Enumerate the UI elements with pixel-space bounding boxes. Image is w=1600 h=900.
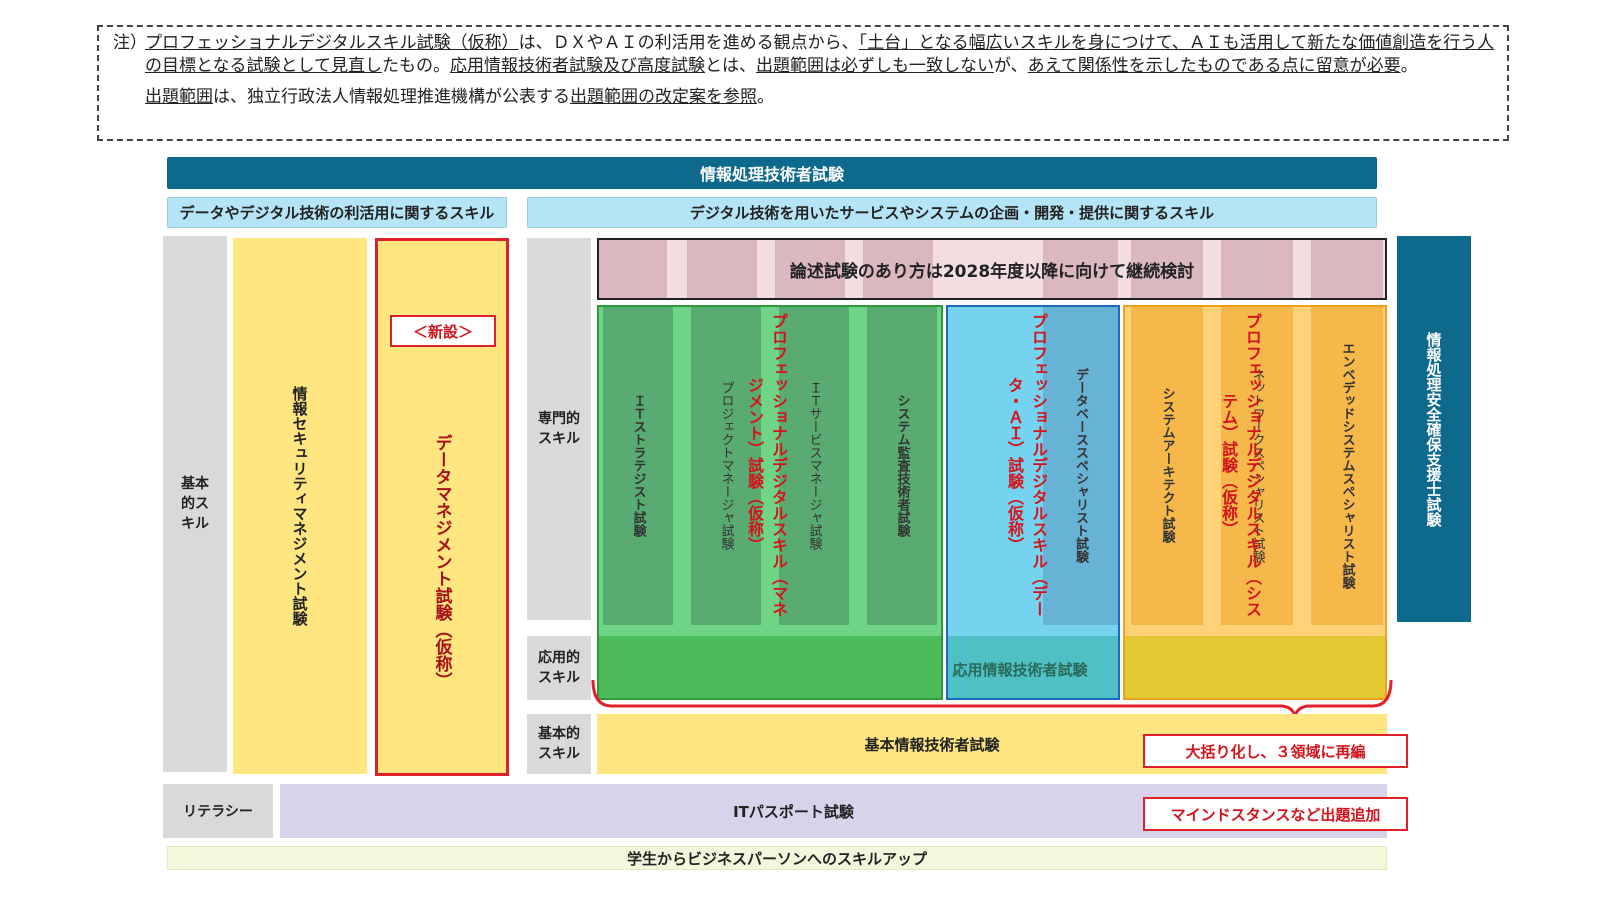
exam-label: システムアーキテクト試験 — [1159, 387, 1175, 543]
orange-applied-band — [1123, 636, 1387, 700]
exam-column-it-service-manager: ＩＴサービスマネージャ試験 — [779, 305, 849, 625]
data-management-exam: ＜新設＞ データマネジメント試験（仮称） — [375, 238, 509, 776]
note-paragraph-2: 出題範囲は、独立行政法人情報処理推進機構が公表する出題範囲の改定案を参照。 — [113, 86, 1497, 109]
reorg-callout: 大括り化し、３領域に再編 — [1143, 734, 1408, 768]
exam-label: 情報処理安全確保支援士試験 — [1424, 331, 1443, 527]
note-text: は、独立行政法人情報処理推進機構が公表する — [213, 87, 570, 107]
exam-label: データマネジメント試験（仮称） — [431, 433, 452, 689]
note-text: 応用情報技術者試験及び高度試験 — [449, 56, 705, 76]
exam-label: システム監査技術者試験 — [894, 393, 910, 537]
level-label: 専門的スキル — [538, 411, 580, 447]
note-text: 出題範囲の改定案を参照 — [570, 87, 757, 107]
security-management-exam: 情報セキュリティマネジメント試験 — [233, 238, 367, 774]
essay-stripe — [863, 238, 933, 300]
note-text: とは、 — [704, 56, 756, 76]
note-text: 。 — [1400, 56, 1418, 76]
data-management-label-wrap: データマネジメント試験（仮称） — [378, 361, 506, 761]
skill-up-bar: 学生からビジネスパーソンへのスキルアップ — [167, 846, 1387, 870]
essay-stripe — [1221, 238, 1293, 300]
left-category-header: データやデジタル技術の利活用に関するスキル — [167, 197, 507, 228]
essay-stripe — [1131, 238, 1203, 300]
exam-label: ITパスポート試験 — [733, 802, 854, 821]
blue-group-border — [946, 305, 1120, 700]
blue-applied-band — [946, 636, 1120, 700]
exam-column-project-manager: プロジェクトマネージャ試験 — [691, 305, 761, 625]
exam-label: プロフェッショナルデジタルスキル（データ・ＡＩ）試験（仮称） — [1005, 313, 1048, 617]
applied-it-engineer-exam: 応用情報技術者試験 — [952, 660, 1088, 679]
note-text: は、ＤＸやＡＩの利活用を進める観点から、 — [518, 33, 859, 53]
exam-label: ＩＴストラテジスト試験 — [630, 393, 646, 537]
exam-label: プロジェクトマネージャ試験 — [718, 380, 734, 550]
exam-label: データベーススペシャリスト試験 — [1073, 367, 1088, 563]
note-text: 出題範囲 — [145, 87, 213, 107]
level-label: 基本的スキル — [538, 726, 580, 762]
note-box: 注） プロフェッショナルデジタルスキル試験（仮称）は、ＤＸやＡＩの利活用を進める… — [97, 25, 1509, 141]
mindset-callout: マインドスタンスなど出題追加 — [1143, 797, 1408, 831]
exam-label: エンベデッドシステムスペシャリスト試験 — [1339, 341, 1355, 589]
green-group-border — [597, 305, 943, 700]
level-label: 応用的スキル — [538, 650, 580, 686]
note-text: プロフェッショナルデジタルスキル試験（仮称） — [145, 33, 519, 53]
exam-label: プロフェッショナルデジタルスキル（マネジメント）試験（仮称） — [745, 313, 788, 617]
note-text: 出題範囲は必ずしも一致しない — [755, 56, 994, 76]
applied-skill-label: 応用的スキル — [527, 636, 591, 700]
exam-label: ネットワークスペシャリスト試験 — [1249, 367, 1265, 563]
orange-group-border — [1123, 305, 1387, 700]
security-support-specialist-exam: 情報処理安全確保支援士試験 — [1397, 236, 1471, 622]
exam-column-network-specialist: ネットワークスペシャリスト試験 — [1221, 305, 1293, 625]
pro-digital-data-ai-exam: プロフェッショナルデジタルスキル（データ・ＡＩ）試験（仮称） — [996, 310, 1056, 620]
note-text: 「土台」となる幅広いスキルを身につけて、ＡＩも活用して新たな価値創造を行う人の目… — [145, 33, 1495, 76]
exam-label: 基本情報技術者試験 — [864, 735, 1000, 754]
essay-stripe — [775, 238, 845, 300]
note-text: が、 — [993, 56, 1028, 76]
note-prefix: 注） — [113, 33, 147, 53]
exam-column-database-specialist: データベーススペシャリスト試験 — [1043, 305, 1118, 625]
essay-stripe — [1043, 238, 1118, 300]
exam-column-it-strategist: ＩＴストラテジスト試験 — [603, 305, 673, 625]
note-text: あえて関係性を示したものである点に留意が必要 — [1027, 56, 1401, 76]
right-category-header: デジタル技術を用いたサービスやシステムの企画・開発・提供に関するスキル — [527, 197, 1377, 228]
essay-stripe — [597, 238, 667, 300]
essay-stripe — [687, 238, 757, 300]
exam-label: 情報セキュリティマネジメント試験 — [290, 386, 309, 626]
note-text: たもの。 — [381, 56, 450, 76]
basic-skill-label: 基本的スキル — [527, 714, 591, 774]
exam-column-system-architect: システムアーキテクト試験 — [1131, 305, 1203, 625]
exam-column-embedded-specialist: エンベデッドシステムスペシャリスト試験 — [1311, 305, 1383, 625]
expert-skill-label: 専門的スキル — [527, 238, 591, 620]
new-badge: ＜新設＞ — [390, 315, 496, 347]
exam-label: ＩＴサービスマネージャ試験 — [806, 380, 822, 550]
note-text: 。 — [757, 87, 774, 107]
essay-stripe — [1311, 238, 1383, 300]
level-label: 基本的スキル — [181, 476, 209, 532]
diagram-title: 情報処理技術者試験 — [167, 157, 1377, 189]
exam-label: プロフェッショナルデジタルスキル（システム）試験（仮称） — [1219, 313, 1262, 617]
green-applied-band — [597, 636, 943, 700]
note-paragraph-1: 注） プロフェッショナルデジタルスキル試験（仮称）は、ＤＸやＡＩの利活用を進める… — [113, 32, 1497, 78]
literacy-label: リテラシー — [163, 784, 273, 838]
pro-digital-system-exam: プロフェッショナルデジタルスキル（システム）試験（仮称） — [1210, 310, 1270, 620]
exam-column-system-auditor: システム監査技術者試験 — [867, 305, 937, 625]
left-basic-skill-label: 基本的スキル — [163, 236, 227, 772]
reorg-bracket — [591, 679, 1393, 718]
essay-banner: 論述試験のあり方は2028年度以降に向けて継続検討 — [597, 238, 1387, 300]
pro-digital-management-exam: プロフェッショナルデジタルスキル（マネジメント）試験（仮称） — [736, 310, 796, 620]
